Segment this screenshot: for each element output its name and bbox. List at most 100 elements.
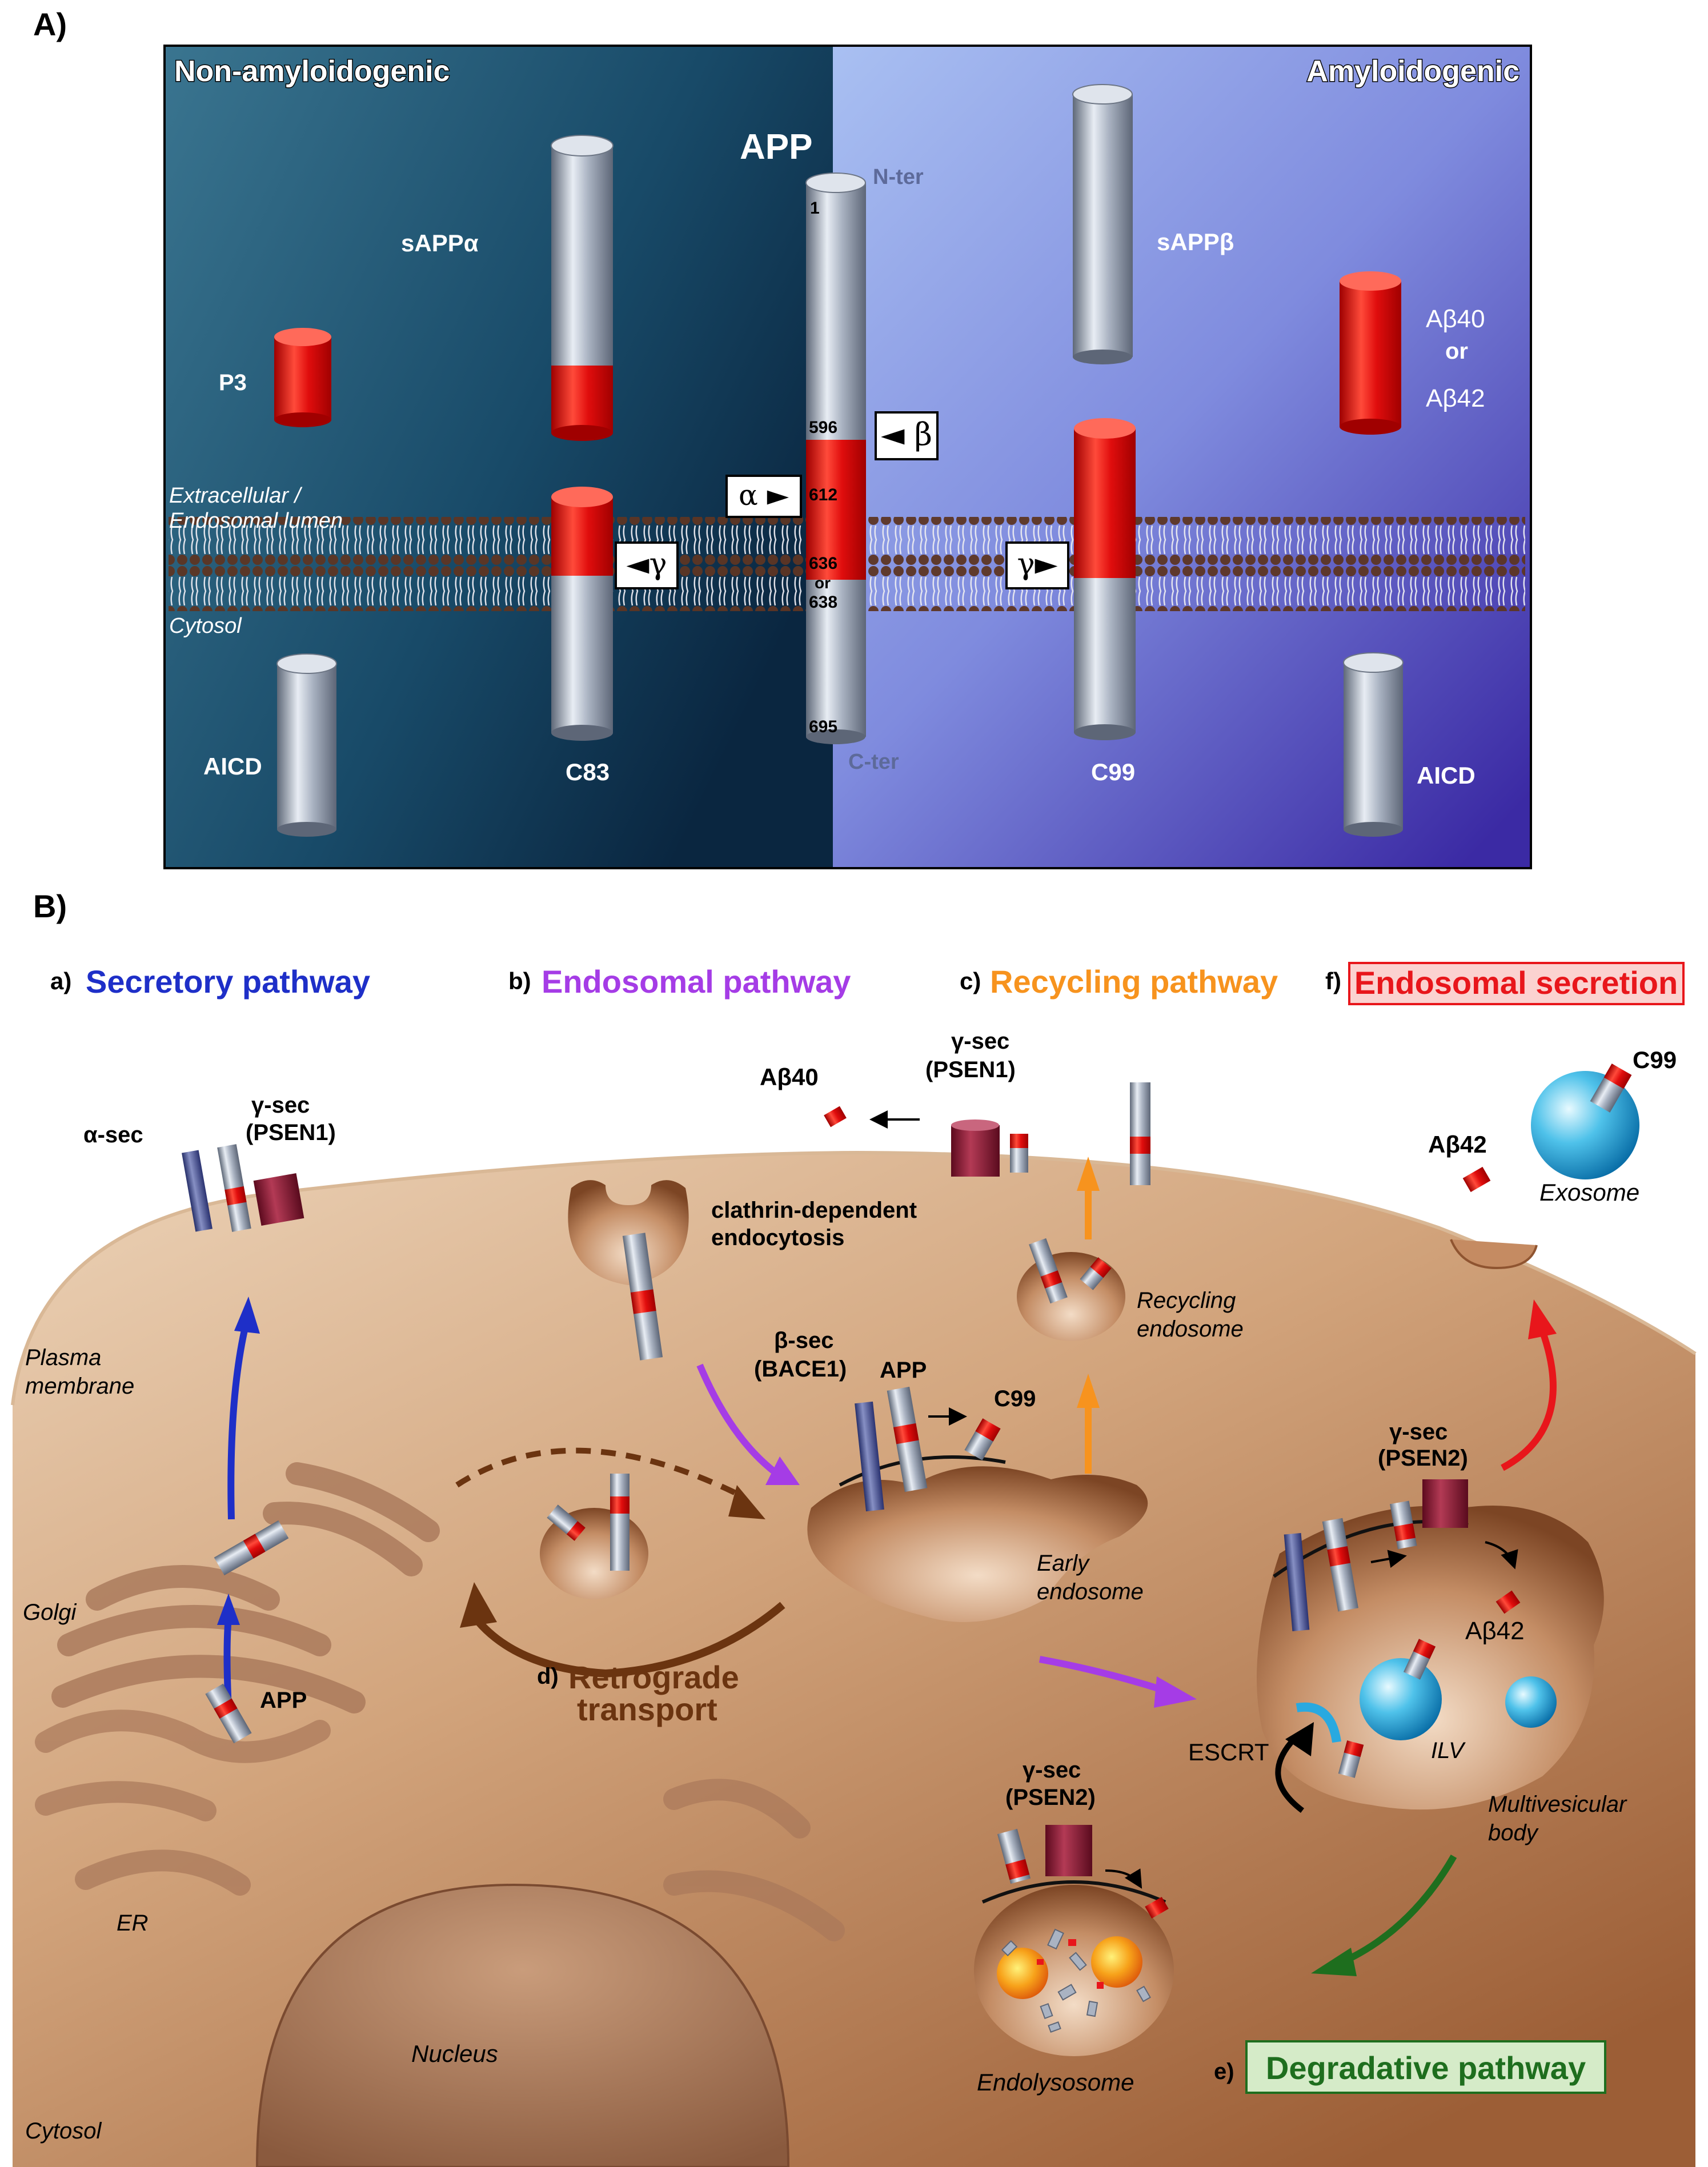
app-clathrin	[622, 1233, 663, 1361]
non-amyloidogenic-title: Non-amyloidogenic	[174, 55, 450, 88]
endolysosome-label: Endolysosome	[977, 2069, 1134, 2096]
mvb-cleavage-arrow-2	[1485, 1541, 1518, 1570]
ab-or-label: or	[1445, 339, 1468, 364]
degradative-title: Degradative pathway	[1266, 2050, 1586, 2086]
app-full-cylinder	[805, 172, 866, 744]
gamma-secretase-psen2-endolysosome	[1045, 1825, 1092, 1876]
app-membrane-left	[217, 1144, 251, 1232]
c99-exosome	[1590, 1064, 1632, 1113]
plasma-label-1: Plasma	[25, 1345, 101, 1370]
secretory-letter: a)	[50, 968, 71, 994]
secretion-letter: f)	[1325, 968, 1341, 994]
c99-exosome-label: C99	[1633, 1046, 1677, 1073]
c99-escrt	[1338, 1740, 1364, 1778]
secretory-arrowhead-2	[234, 1297, 260, 1334]
recycling-title: Recycling pathway	[990, 964, 1278, 1000]
c99-cylinder	[1074, 418, 1136, 740]
early-label-2: endosome	[1037, 1579, 1144, 1604]
secretory-title: Secretory pathway	[86, 964, 370, 1000]
psen2-label-2: (PSEN2)	[1005, 1785, 1096, 1810]
gamma-sec-label-1: γ-sec	[251, 1093, 310, 1118]
c83-label: C83	[566, 759, 610, 785]
recycling-arrowhead-1	[1077, 1374, 1100, 1408]
app-mvb	[1322, 1518, 1358, 1612]
panel-a-frame	[163, 45, 1532, 869]
escrt-label: ESCRT	[1188, 1739, 1269, 1765]
ab42-fragment-top	[1462, 1166, 1491, 1193]
psen2-label-1: (PSEN2)	[1378, 1446, 1468, 1471]
retrograde-letter: d)	[537, 1664, 559, 1689]
nucleus-label: Nucleus	[411, 2040, 498, 2067]
ab42-label: Aβ42	[1426, 384, 1485, 412]
amyloidogenic-title: Amyloidogenic	[1306, 55, 1519, 88]
beta-cleavage-label: ◄ β	[881, 416, 932, 452]
aicd-left-cylinder	[276, 653, 337, 837]
gamma-sec-label-3: γ-sec	[1389, 1419, 1448, 1444]
golgi-label: Golgi	[23, 1600, 77, 1625]
app-recycling	[1029, 1238, 1068, 1304]
ab42-fragment-mvb	[1495, 1590, 1521, 1614]
retrograde-arrowhead	[460, 1582, 497, 1628]
n-ter-label: N-ter	[873, 165, 924, 189]
bace1-label: (BACE1)	[754, 1357, 847, 1382]
residue-636: 636	[809, 554, 837, 573]
gamma-secretase-psen2-mvb	[1422, 1479, 1468, 1528]
early-endosome	[807, 1466, 1148, 1622]
p3-label: P3	[219, 370, 247, 395]
mvb-label-2: body	[1488, 1820, 1539, 1845]
ab42-top-label: Aβ42	[1428, 1131, 1487, 1158]
retrograde-dashed-arrow	[455, 1447, 744, 1499]
alpha-cleavage-box: α ►	[725, 475, 802, 518]
c-ter-label: C-ter	[848, 750, 899, 774]
panel-b-label: B)	[33, 888, 67, 924]
app-top-membrane	[1130, 1082, 1150, 1185]
recycling-label-2: endosome	[1137, 1317, 1244, 1342]
amyloidogenic-background	[833, 46, 1531, 868]
app-vesicle	[214, 1520, 289, 1576]
cytosol-label-b: Cytosol	[25, 2118, 102, 2144]
sappb-label: sAPPβ	[1157, 228, 1234, 255]
endosomal-letter: b)	[508, 968, 531, 994]
aicd-right-cylinder	[1343, 652, 1404, 837]
protease-1	[997, 1948, 1048, 1999]
secretion-site	[1450, 1239, 1538, 1270]
ilv-label: ILV	[1431, 1738, 1466, 1763]
aicd-right-label: AICD	[1417, 762, 1476, 789]
panel-a-label: A)	[33, 6, 67, 42]
recycling-endosome	[1017, 1252, 1125, 1341]
retrograde-title-1: Retrograde	[568, 1659, 739, 1695]
endosomal-arrow-2	[1039, 1656, 1166, 1694]
plasma-label-2: membrane	[25, 1374, 134, 1399]
app-golgi	[205, 1683, 252, 1744]
er-sheets	[35, 1709, 845, 1941]
app-endolysosome	[997, 1828, 1031, 1884]
beta-sec-label: β-sec	[774, 1328, 833, 1353]
c99-ilv	[1403, 1639, 1436, 1680]
panel-b: B) a) Secretory pathway b) Endosomal pat…	[11, 888, 1697, 2167]
endolysosome-membrane	[981, 1880, 1166, 1904]
c83-cylinder	[551, 487, 613, 741]
recycling-arrowhead-2	[1077, 1157, 1100, 1191]
endolysosome	[974, 1885, 1174, 2056]
psen1-label-2: (PSEN1)	[925, 1057, 1016, 1082]
degradative-box	[1245, 2040, 1606, 2094]
beta-cleavage-box: ◄ β	[875, 411, 939, 460]
non-amyloidogenic-background	[165, 46, 833, 868]
degradative-arrowhead	[1311, 1948, 1357, 1976]
lumen-label-2: Endosomal lumen	[169, 509, 343, 533]
secretory-arrow-2	[227, 1324, 249, 1520]
cytosol-label-a: Cytosol	[169, 614, 242, 638]
mvb-label-1: Multivesicular	[1488, 1792, 1627, 1817]
ab40-fragment	[824, 1106, 847, 1127]
c99-early-label: C99	[994, 1386, 1036, 1411]
secretion-box	[1348, 962, 1685, 1005]
alpha-sec-label: α-sec	[83, 1122, 143, 1147]
gamma-left-cleavage-box: ◄γ	[615, 541, 679, 589]
nucleus	[255, 1883, 790, 2167]
psen1-label-1: (PSEN1)	[246, 1120, 336, 1145]
ab-fragment-endolysosome	[1145, 1897, 1169, 1919]
residue-612: 612	[809, 485, 837, 504]
sappa-label: sAPPα	[401, 230, 479, 256]
app-early	[887, 1386, 928, 1492]
aicd-left-label: AICD	[203, 753, 262, 780]
